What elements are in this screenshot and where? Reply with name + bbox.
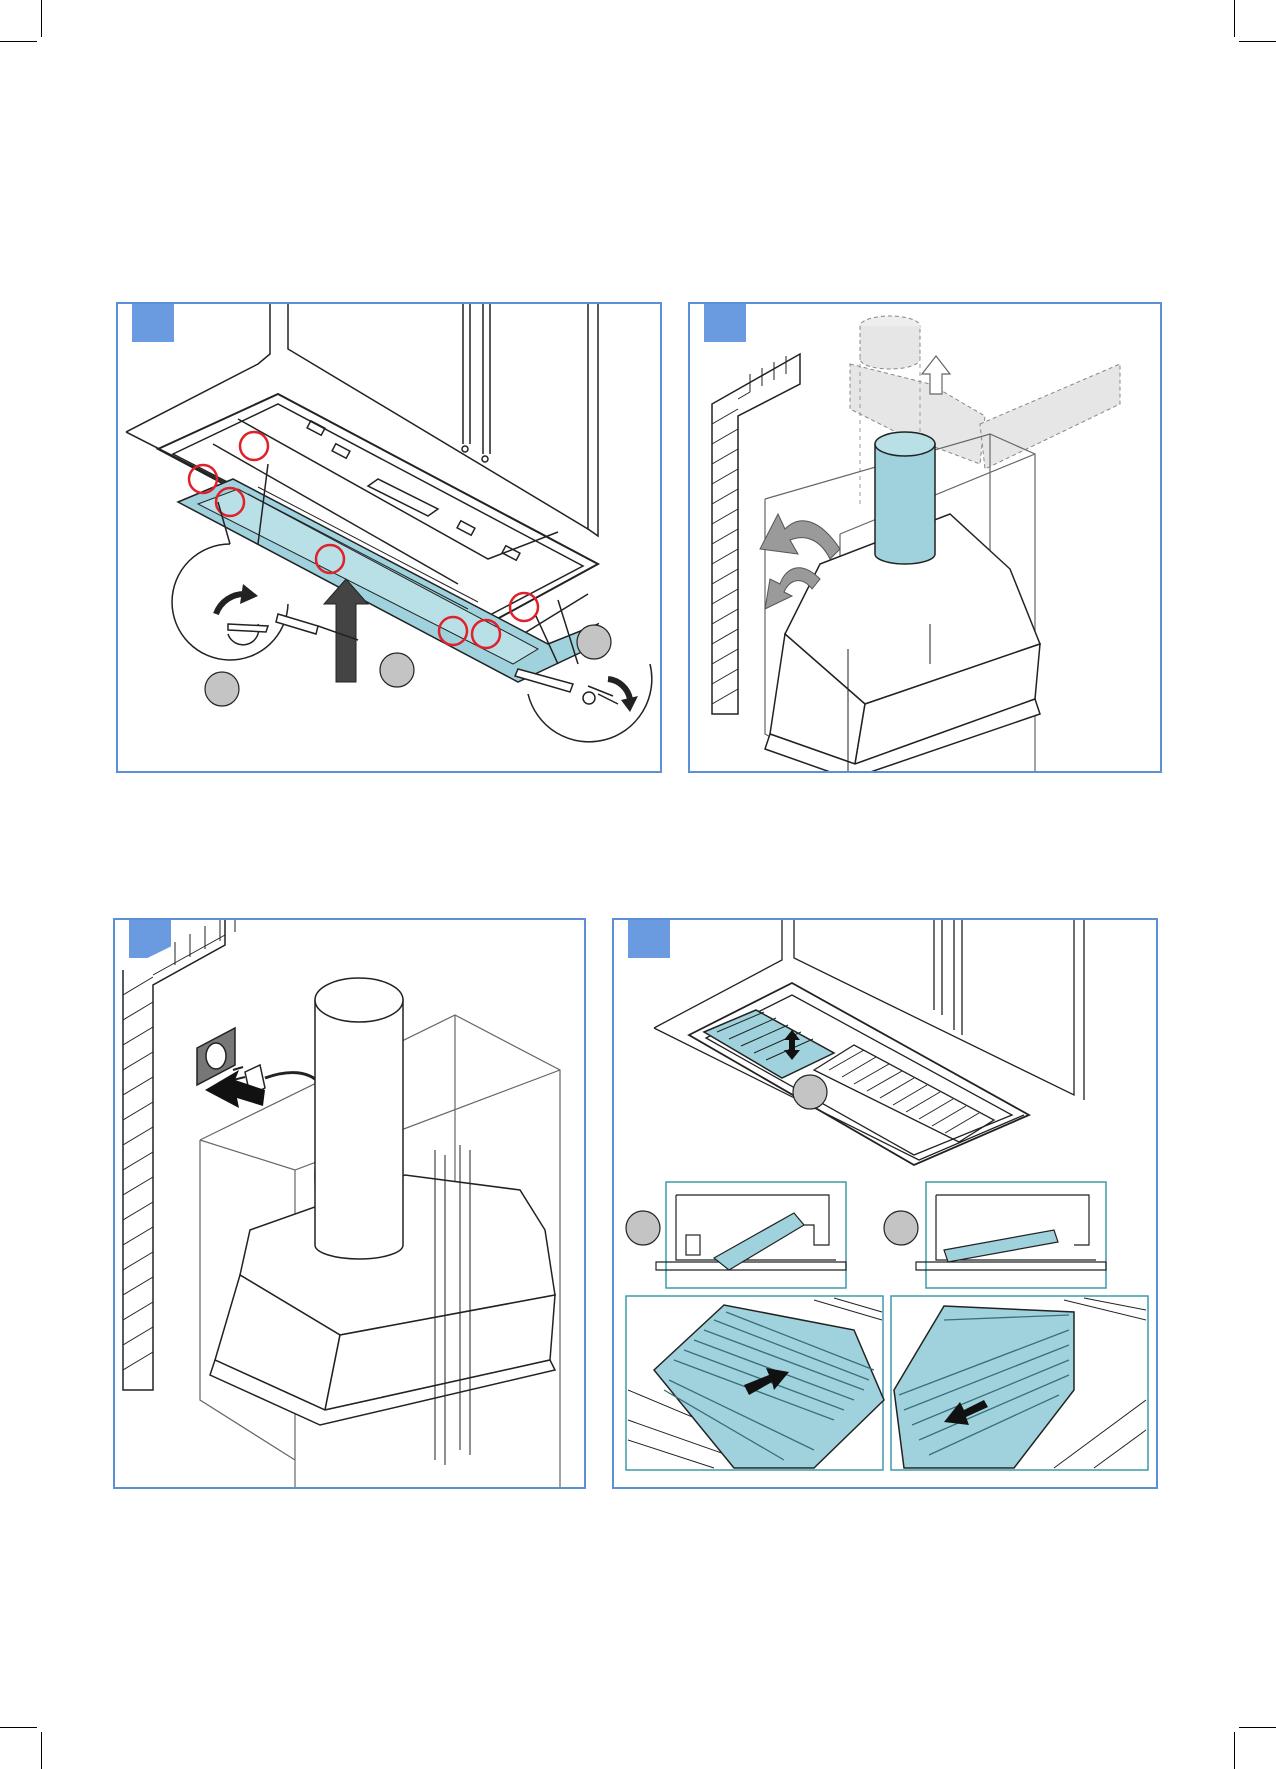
crop-mark xyxy=(1234,0,1235,37)
illustration-plug-in xyxy=(115,920,586,1489)
illustration-connect-duct xyxy=(690,304,1162,773)
crop-mark xyxy=(41,1732,42,1769)
crop-mark xyxy=(1234,1732,1235,1769)
panel-4 xyxy=(612,918,1158,1489)
illustration-remove-grill xyxy=(118,304,662,773)
panel-2 xyxy=(688,302,1162,773)
illustration-filter-install xyxy=(614,920,1158,1489)
crop-mark xyxy=(1239,41,1276,42)
crop-mark xyxy=(41,0,42,37)
panel-1 xyxy=(116,302,662,773)
panel-3 xyxy=(113,918,586,1489)
crop-mark xyxy=(0,41,37,42)
crop-mark xyxy=(1239,1727,1276,1728)
crop-mark xyxy=(0,1727,37,1728)
